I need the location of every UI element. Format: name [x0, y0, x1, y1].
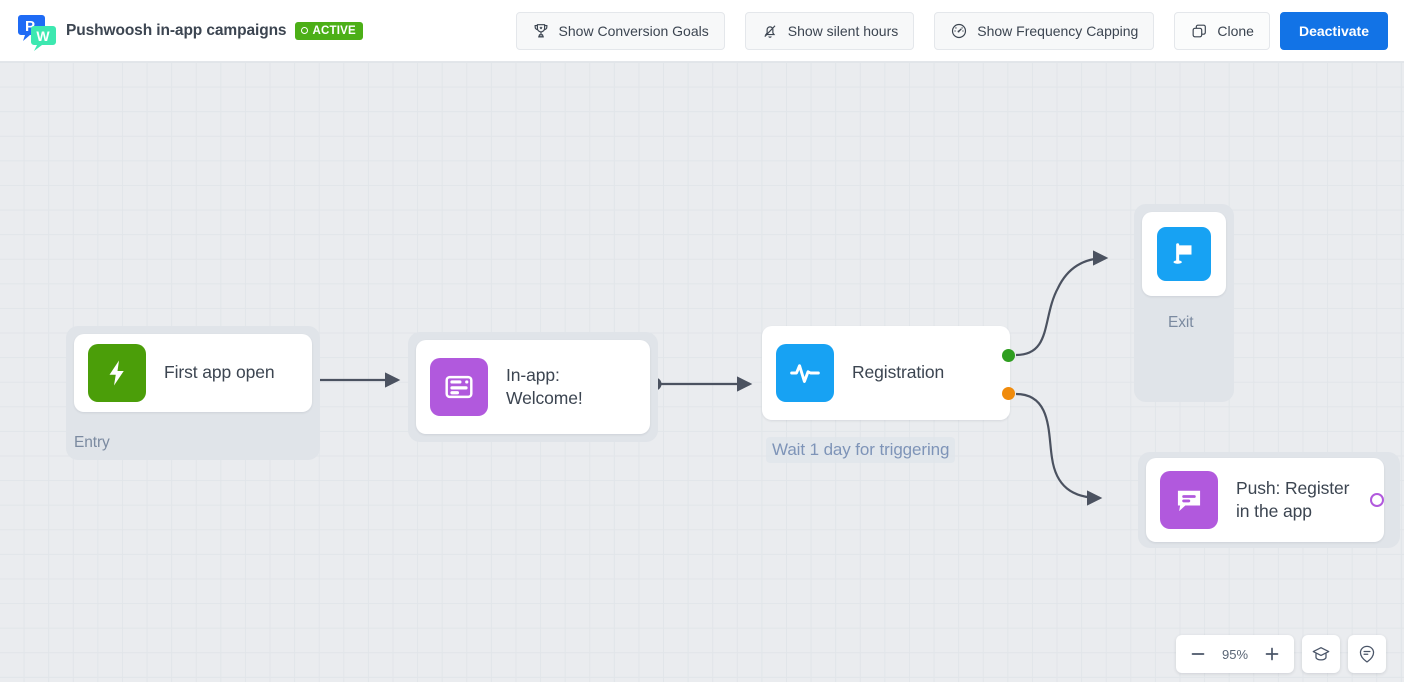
node-first-app-open[interactable]: First app open [74, 334, 312, 412]
node-first-app-open-label: First app open [164, 362, 275, 383]
svg-text:W: W [36, 28, 50, 44]
lightning-bolt-icon [88, 344, 146, 402]
pushwoosh-logo-icon: P W [16, 10, 58, 52]
clone-button[interactable]: Clone [1174, 11, 1270, 50]
show-silent-hours-label: Show silent hours [787, 22, 899, 39]
zoom-out-button[interactable] [1182, 636, 1214, 672]
app-header: P W Pushwoosh in-app campaigns ACTIVE Sh… [0, 0, 1404, 62]
header-toolbar: Show Conversion Goals Show silent hours … [496, 11, 1388, 50]
event-pulse-icon [776, 344, 834, 402]
brand: P W Pushwoosh in-app campaigns ACTIVE [16, 10, 363, 52]
node-in-app-welcome-label: In-app: Welcome! [506, 364, 583, 411]
svg-text:P: P [25, 18, 35, 35]
push-message-icon [1160, 471, 1218, 529]
flow-canvas[interactable]: First app open Entry In-app: Welcome! Re… [0, 62, 1404, 682]
in-app-message-icon [430, 358, 488, 416]
gauge-icon [952, 23, 967, 38]
status-badge-label: ACTIVE [312, 24, 356, 37]
flag-icon [1157, 227, 1211, 281]
node-push-register-label: Push: Register in the app [1236, 477, 1349, 524]
copy-icon [1192, 24, 1207, 37]
node-push-register-line2: in the app [1236, 501, 1312, 521]
zoom-in-button[interactable] [1256, 636, 1288, 672]
registration-port-no[interactable] [1002, 387, 1015, 400]
page-title: Pushwoosh in-app campaigns [66, 21, 287, 39]
push-node-port[interactable] [1370, 493, 1384, 507]
show-conversion-goals-button[interactable]: Show Conversion Goals [515, 11, 725, 50]
support-button[interactable] [1348, 635, 1386, 673]
show-frequency-capping-button[interactable]: Show Frequency Capping [934, 11, 1155, 50]
node-registration-label: Registration [852, 362, 945, 383]
status-dot-icon [301, 27, 309, 34]
show-silent-hours-button[interactable]: Show silent hours [744, 11, 915, 50]
node-registration[interactable]: Registration [762, 326, 1010, 420]
deactivate-label: Deactivate [1298, 22, 1369, 39]
tutorial-button[interactable] [1302, 635, 1340, 673]
clone-label: Clone [1217, 22, 1254, 39]
show-conversion-goals-label: Show Conversion Goals [558, 22, 709, 39]
trophy-icon [534, 23, 547, 37]
show-frequency-capping-label: Show Frequency Capping [977, 22, 1139, 39]
zoom-controls: 95% [1176, 635, 1386, 673]
node-in-app-welcome[interactable]: In-app: Welcome! [416, 340, 650, 434]
registration-port-yes[interactable] [1002, 349, 1015, 362]
node-exit[interactable] [1142, 212, 1226, 296]
entry-group-label: Entry [74, 434, 110, 451]
zoom-level-group: 95% [1176, 635, 1294, 673]
zoom-level-label[interactable]: 95% [1221, 646, 1249, 662]
node-in-app-welcome-line2: Welcome! [506, 388, 583, 408]
bell-off-icon [764, 24, 776, 38]
exit-group-label: Exit [1168, 314, 1194, 331]
status-badge: ACTIVE [295, 21, 363, 40]
deactivate-button[interactable]: Deactivate [1279, 11, 1388, 50]
node-in-app-welcome-line1: In-app: [506, 364, 560, 385]
node-push-register[interactable]: Push: Register in the app [1146, 458, 1384, 542]
registration-wait-label: Wait 1 day for triggering [766, 437, 956, 463]
node-push-register-line1: Push: Register [1236, 477, 1350, 498]
